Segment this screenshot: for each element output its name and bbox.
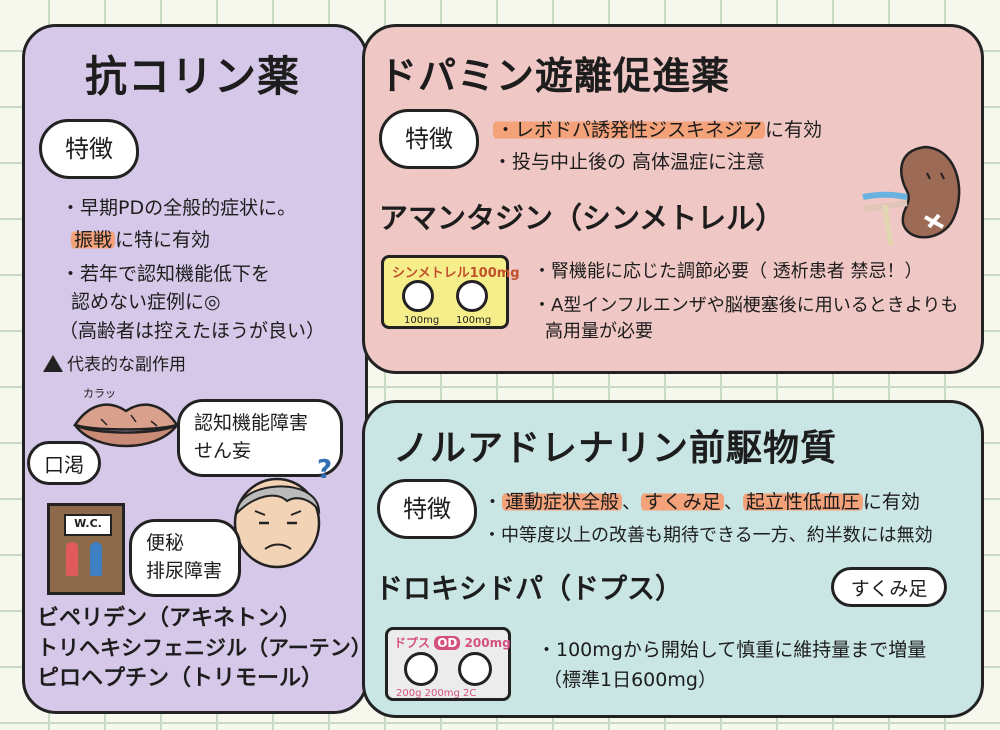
dyskinesia-highlight: ・レボドパ誘発性ジスキネジア: [493, 119, 766, 141]
dyskinesia-text: に有効: [765, 119, 823, 141]
panel-title: ドパミン遊離促進薬: [379, 54, 731, 98]
note-titration: ・100mgから開始して慎重に維持量まで増量: [537, 639, 927, 661]
noradrenaline-precursor-panel: ノルアドレナリン前駆物質 特徴 ・運動症状全般、すくみ足、起立性低血圧に有効 ・…: [362, 400, 984, 718]
constipation-label-2: 排尿障害: [146, 559, 223, 582]
pill-card-footer: 200g 200mg 2C: [396, 688, 477, 699]
anticholinergic-panel: 抗コリン薬 特徴 ・早期PDの全般的症状に。 振戦に特に有効 ・若年で認知機能低…: [22, 24, 372, 714]
drug-heading-droxidopa: ドロキシドパ（ドプス）: [375, 572, 684, 605]
dry-mouth-label: 口渇: [44, 453, 84, 477]
freezing-highlight: すくみ足: [641, 491, 724, 513]
feature-label: 特徴: [65, 135, 113, 163]
freeze-tag: すくみ足: [850, 578, 928, 600]
pill-dose-label: 100mg: [456, 315, 492, 326]
od-badge: OD: [434, 636, 461, 650]
dry-mouth-bubble: 口渇: [27, 441, 101, 485]
hypotension-highlight: 起立性低血圧: [742, 491, 863, 513]
drug-biperiden: ビペリデン（アキネトン）: [37, 606, 302, 631]
feature-label: 特徴: [403, 495, 451, 523]
freeze-tag-bubble: すくみ足: [831, 567, 947, 607]
pill-card-label: シンメトレル100mg: [392, 266, 520, 281]
kidney-icon: [862, 145, 961, 246]
bullet-motor-effects: ・運動症状全般、すくみ足、起立性低血圧に有効: [483, 491, 920, 515]
drug-heading-amantadine: アマンタジン（シンメトレル）: [379, 201, 785, 235]
bullet-young: ・若年で認知機能低下を: [61, 263, 271, 285]
drug-trihexyphenidyl: トリヘキシフェニジル（アーテン）: [37, 636, 372, 660]
dopamine-releaser-panel: ドパミン遊離促進薬 特徴 ・レボドパ誘発性ジスキネジアに有効 ・投与中止後の 高…: [362, 24, 984, 374]
bullet-dyskinesia: ・レボドパ誘発性ジスキネジアに有効: [493, 119, 822, 143]
separator: 、: [723, 491, 743, 513]
constipation-bubble: 便秘 排尿障害: [129, 519, 241, 597]
dops-pill-card: ドプス OD 200mg 200g 200mg 2C: [385, 627, 511, 701]
pill-icon: [458, 652, 492, 686]
bullet-hyperthermia: ・投与中止後の 高体温症に注意: [493, 151, 766, 173]
warning-icon: [43, 355, 63, 372]
effective-text: に有効: [862, 491, 920, 513]
tremor-highlight: 振戦: [71, 229, 116, 251]
cognitive-label-1: 認知機能障害: [194, 412, 309, 434]
panel-title: ノルアドレナリン前駆物質: [393, 428, 838, 469]
cognitive-label-2: せん妄: [194, 439, 252, 462]
feature-cloud: 特徴: [379, 109, 479, 169]
pill-card-label: ドプス OD 200mg: [394, 634, 511, 651]
tremor-text: に特に有効: [115, 229, 211, 251]
panel-title: 抗コリン薬: [85, 52, 301, 101]
feature-label: 特徴: [405, 125, 453, 153]
side-effects-heading: 代表的な副作用: [43, 353, 186, 376]
male-figure-icon: [90, 542, 102, 576]
lips-caption: カラッ: [83, 387, 116, 400]
symmetrel-pill-card: シンメトレル100mg 100mg 100mg: [381, 255, 520, 329]
pill-dose-label: 100mg: [404, 315, 440, 326]
bullet-early-pd: ・早期PDの全般的症状に。: [61, 197, 297, 219]
note-high-dose: 高用量が必要: [545, 321, 653, 342]
bullet-elderly: （高齢者は控えたほうが良い）: [59, 320, 326, 342]
constipation-label-1: 便秘: [146, 532, 185, 554]
pill-icon: [404, 652, 438, 686]
note-standard-dose: （標準1日600mg）: [543, 669, 717, 691]
lips-icon: [73, 403, 179, 448]
bullet-young-2: 認めない症例に◎: [71, 291, 221, 313]
side-effects-label: 代表的な副作用: [67, 355, 186, 375]
note-renal: ・腎機能に応じた調節必要（ 透析患者 禁忌！）: [533, 261, 923, 282]
cognitive-bubble: 認知機能障害 せん妄: [177, 399, 343, 477]
separator: 、: [622, 491, 642, 513]
pill-icon: [402, 280, 434, 312]
toilet-sign-icon: W.C.: [47, 503, 125, 595]
pill-icon: [456, 280, 488, 312]
wc-label: W.C.: [64, 514, 112, 536]
female-figure-icon: [66, 542, 78, 576]
pill-card-brand: ドプス: [394, 636, 431, 650]
feature-cloud: 特徴: [377, 479, 477, 539]
motor-highlight: 運動症状全般: [502, 491, 623, 513]
feature-cloud: 特徴: [39, 119, 139, 179]
note-influenza: ・A型インフルエンザや脳梗塞後に用いるときよりも: [533, 295, 959, 316]
bullet-tremor: 振戦に特に有効: [71, 229, 210, 253]
question-mark-icon: ?: [317, 455, 333, 485]
drug-piroheptine: ピロヘプチン（トリモール）: [37, 666, 324, 691]
pill-card-dose: 200mg: [464, 636, 511, 650]
elderly-face-icon: [233, 477, 321, 569]
bullet-dot: ・: [483, 491, 503, 513]
bullet-improvement: ・中等度以上の改善も期待できる一方、約半数には無効: [483, 525, 933, 546]
